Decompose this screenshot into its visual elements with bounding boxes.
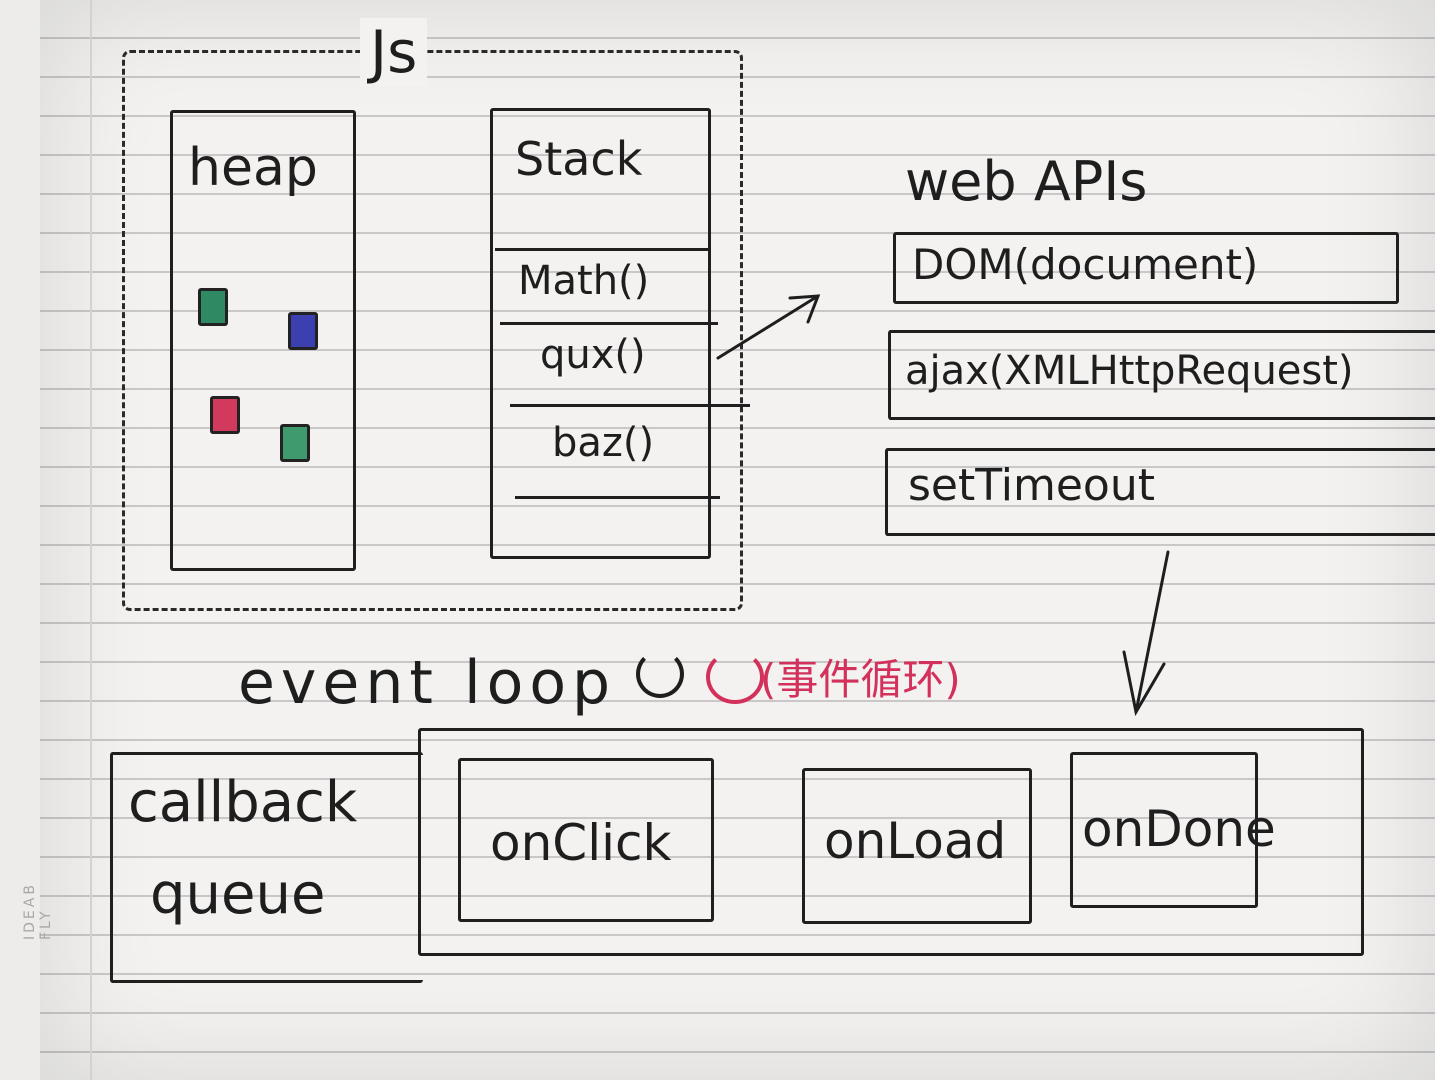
heap-object-green: [198, 288, 228, 326]
stack-frame-math: Math(): [518, 258, 650, 304]
web-apis-label: web APIs: [905, 150, 1148, 213]
notebook-page: [40, 0, 1435, 1080]
web-api-dom: DOM(document): [912, 240, 1259, 289]
queue-item-onload: onLoad: [824, 812, 1007, 870]
heap-object-red: [210, 396, 240, 434]
stack-frame-baz: baz(): [552, 420, 655, 466]
brand-watermark: IDEAB FLY: [22, 882, 54, 940]
queue-item-onclick-box: [458, 758, 714, 922]
heap-object-teal: [280, 424, 310, 462]
web-api-settimeout: setTimeout: [908, 460, 1155, 511]
stack-frame-divider: [515, 496, 720, 499]
web-api-ajax: ajax(XMLHttpRequest): [905, 348, 1354, 394]
heap-box: [170, 110, 356, 571]
queue-item-onload-box: [802, 768, 1032, 924]
callback-queue-label-line2: queue: [150, 862, 326, 927]
stack-frame-qux: qux(): [540, 332, 646, 378]
queue-item-onclick: onClick: [490, 814, 672, 872]
loop-arrow-icon: [636, 650, 684, 698]
event-loop-note: (事件循环): [760, 655, 961, 704]
callback-queue-label-box: [110, 752, 423, 983]
web-api-ajax-box: [888, 330, 1435, 420]
event-loop-label: event loop: [238, 648, 617, 718]
js-runtime-label: Js: [360, 18, 428, 86]
stack-label: Stack: [515, 132, 643, 186]
heap-label: heap: [188, 138, 318, 198]
page-margin-line: [90, 0, 92, 1080]
callback-queue-container: [418, 728, 1364, 956]
stack-frame-divider: [500, 322, 718, 325]
queue-item-ondone-box: [1070, 752, 1258, 908]
loop-arrow-red-icon: [706, 650, 764, 704]
stack-frame-divider: [510, 404, 750, 407]
heap-object-blue: [288, 312, 318, 350]
stack-frame-divider: [495, 248, 710, 251]
stack-box: [490, 108, 711, 559]
web-api-settimeout-box: [885, 448, 1435, 536]
queue-item-ondone: onDone: [1082, 800, 1276, 858]
web-api-dom-box: [893, 232, 1399, 304]
callback-queue-label-line1: callback: [128, 770, 358, 835]
